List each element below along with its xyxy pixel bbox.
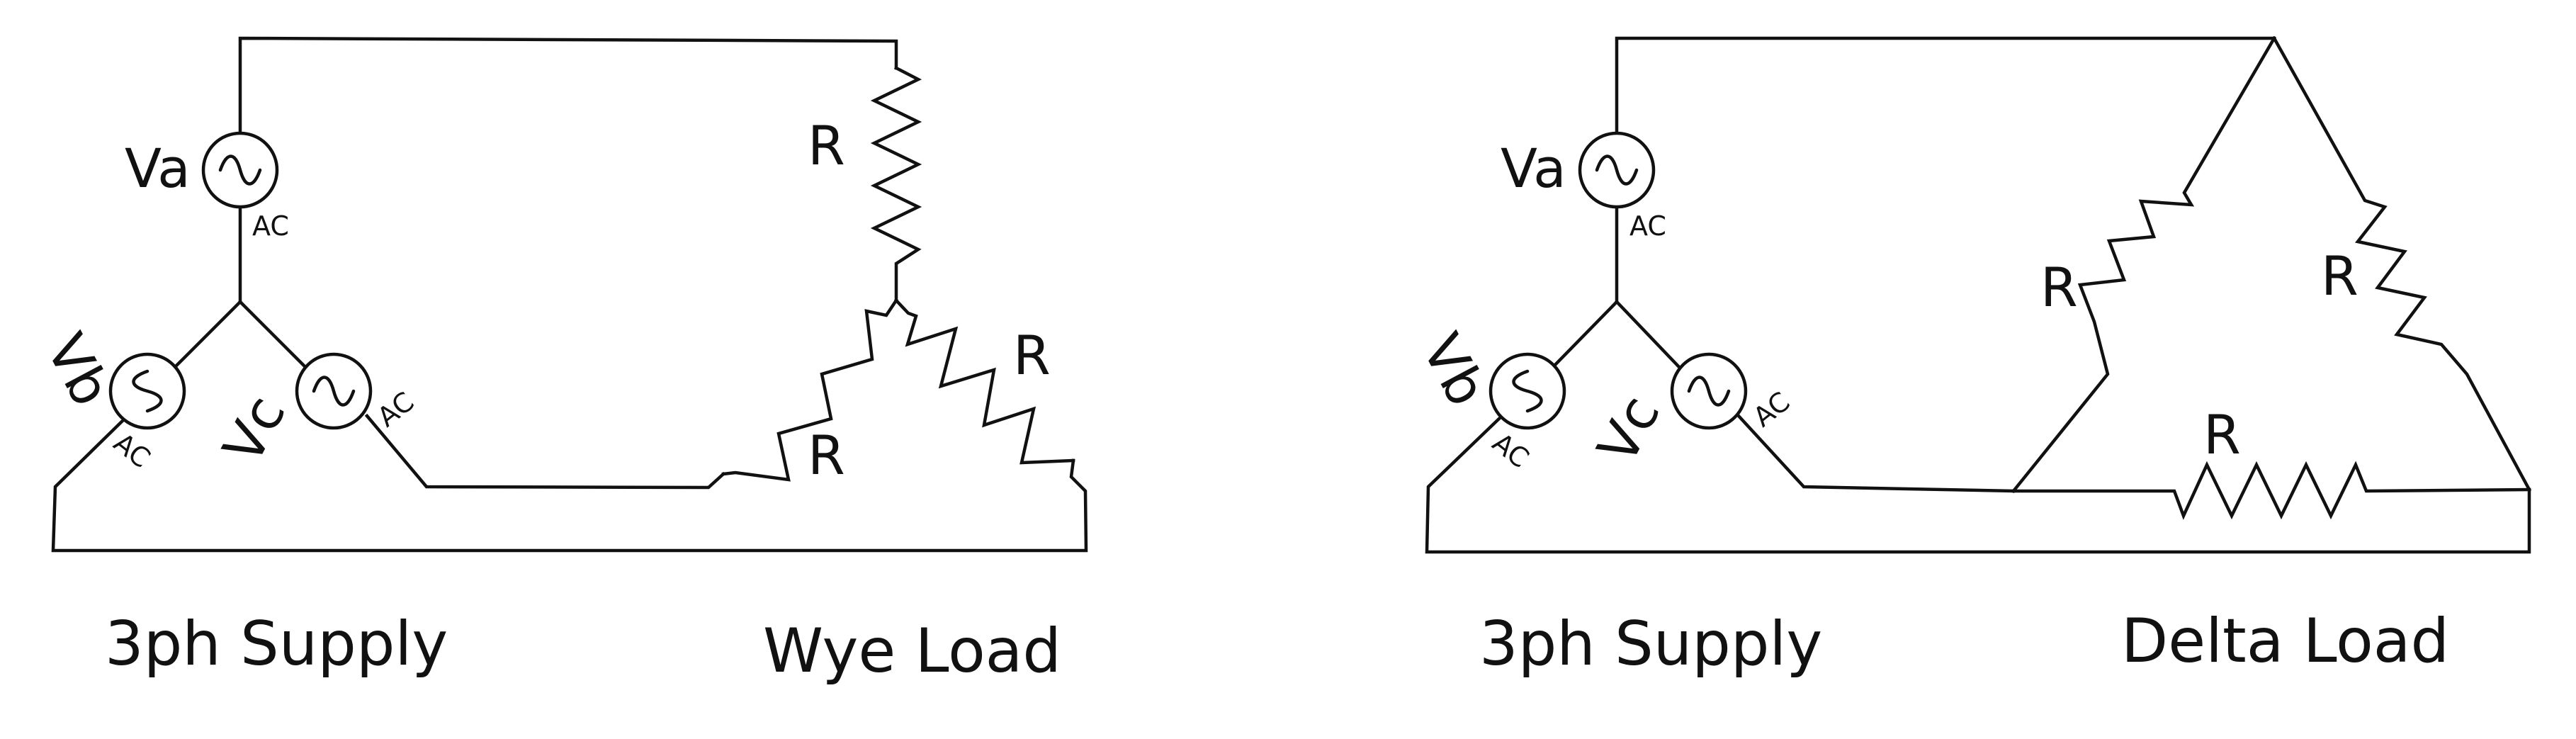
caption-wye-load: Wye Load [763, 616, 1061, 687]
label-vc-ac: AC [1747, 385, 1795, 433]
resistor-top [870, 65, 922, 303]
label-va: Va [125, 137, 191, 200]
label-vb: Vb [1410, 324, 1499, 416]
source-va [201, 131, 279, 209]
label-vb-ac: AC [1486, 427, 1535, 474]
label-vb: Vb [34, 324, 123, 416]
label-r-right: R [1013, 324, 1051, 387]
delta-load [2011, 35, 2532, 520]
label-va: Va [1501, 137, 1566, 200]
label-vb-ac: AC [108, 427, 156, 474]
label-r-right: R [2321, 244, 2358, 308]
resistor-right [893, 298, 1075, 465]
label-vc: Vc [1585, 385, 1672, 474]
source-vc [295, 352, 373, 430]
caption-supply-left: 3ph Supply [105, 609, 448, 679]
label-vc-ac: AC [371, 385, 419, 433]
label-r-left: R [808, 424, 845, 487]
delta-figure: Va AC Vb AC Vc AC R R R 3ph Supply Delta… [1410, 35, 2532, 679]
resistor-right [2271, 35, 2532, 492]
resistor-left [2011, 35, 2277, 494]
label-r-bottom: R [2203, 403, 2241, 466]
caption-supply-right: 3ph Supply [1479, 609, 1822, 679]
resistor-left [721, 298, 899, 482]
caption-delta-load: Delta Load [2121, 606, 2449, 677]
source-vb [1488, 352, 1566, 430]
supply-wires [51, 36, 1088, 553]
source-vc [1670, 352, 1748, 430]
label-r-top: R [808, 114, 845, 177]
label-va-ac: AC [1629, 210, 1666, 242]
supply-wires [1425, 36, 2531, 554]
resistor-bottom [2011, 461, 2531, 520]
wye-load [721, 65, 1075, 482]
source-vb [108, 352, 186, 430]
label-vc: Vc [210, 385, 298, 474]
wye-figure: Va AC Vb AC Vc AC R R R 3ph Supply Wye L… [34, 36, 1088, 687]
label-va-ac: AC [252, 210, 289, 242]
source-va [1578, 131, 1656, 209]
label-r-left: R [2040, 256, 2078, 319]
